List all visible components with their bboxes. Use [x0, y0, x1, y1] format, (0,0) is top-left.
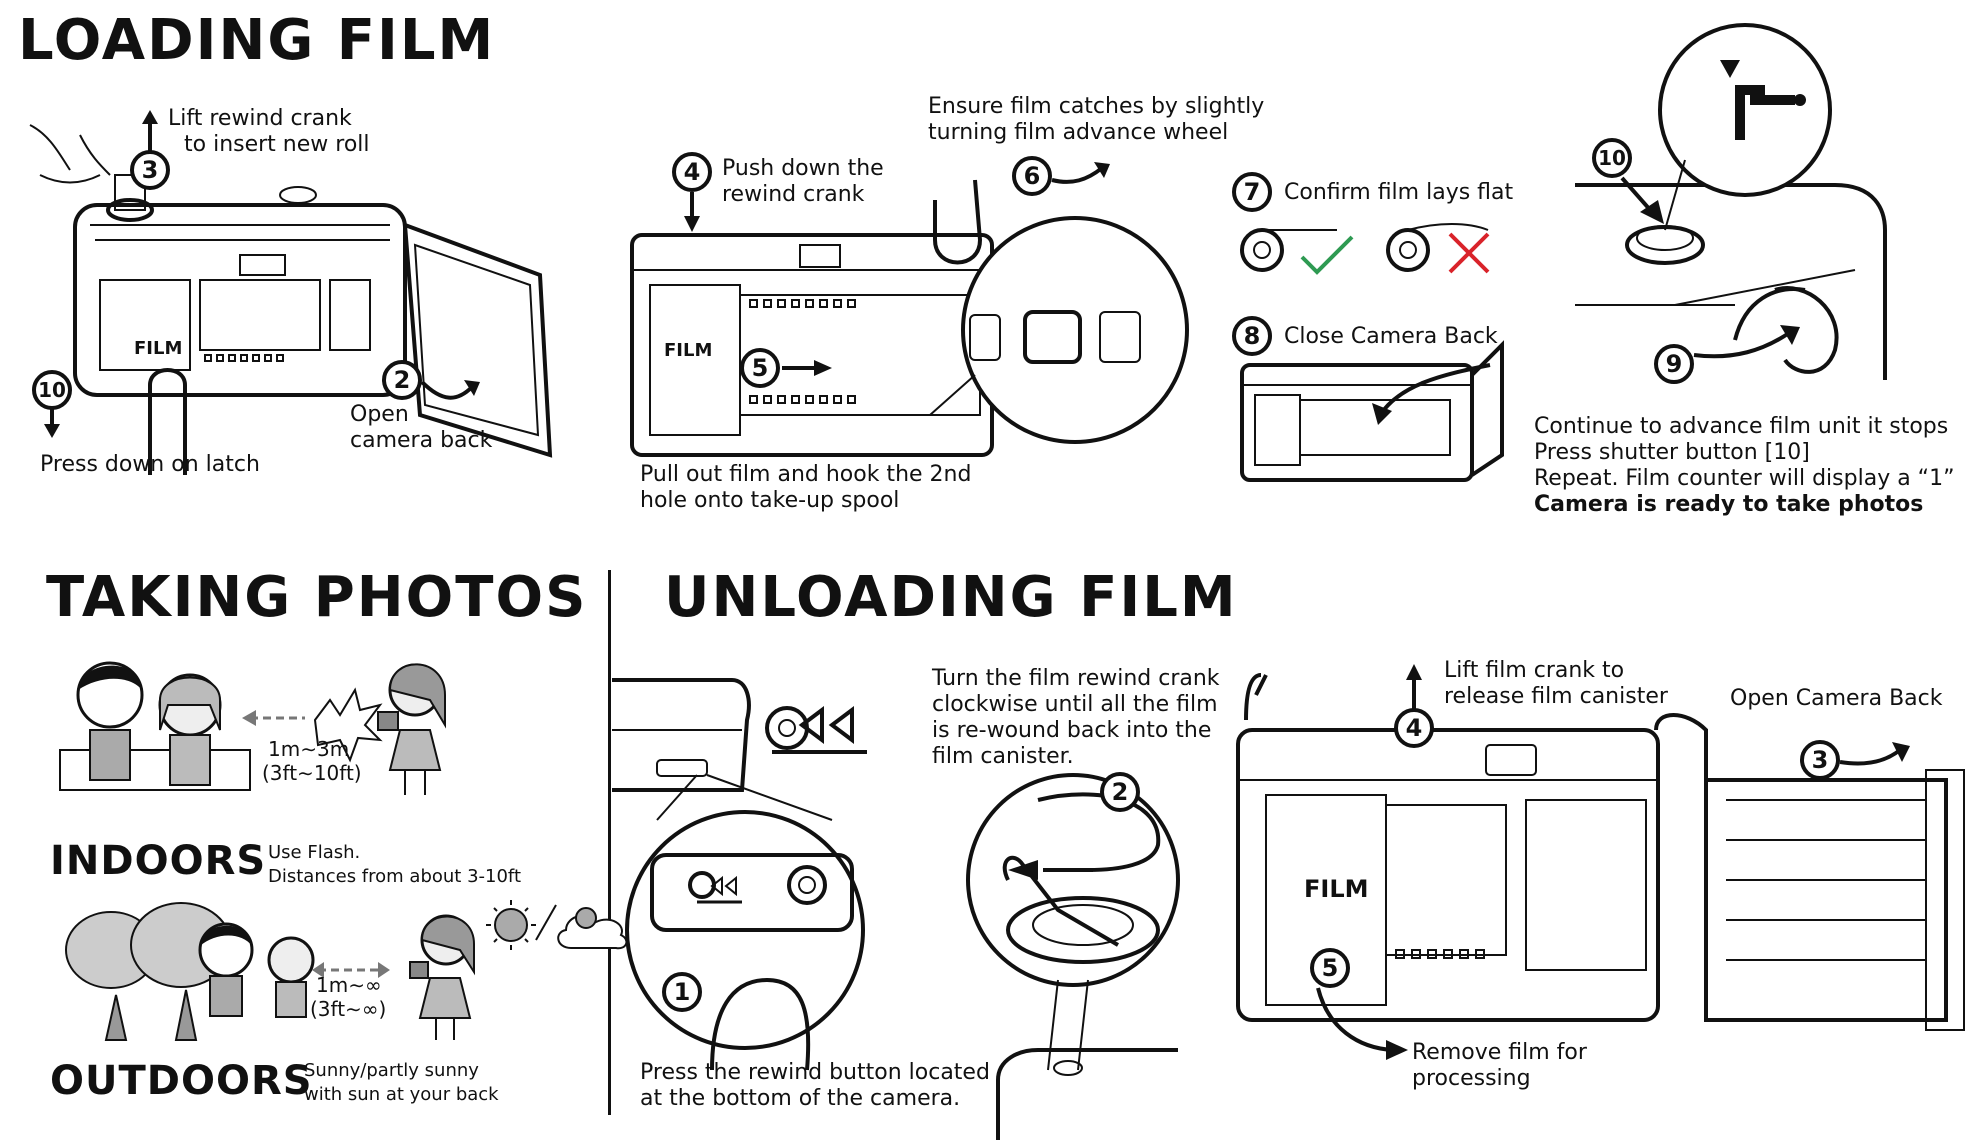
- film-flat-wrong-icon: [1386, 223, 1490, 274]
- unload-step-3-text: Open Camera Back: [1730, 686, 1943, 711]
- step-7-text: Confirm film lays flat: [1284, 180, 1514, 205]
- film-threading-illustration: [630, 179, 1189, 457]
- step-2-line1: Open: [350, 402, 409, 427]
- unload-film-label: FILM: [1304, 875, 1369, 903]
- step-10-badge: 10: [32, 370, 72, 410]
- shutter-press-arrow: [1620, 176, 1664, 224]
- step-2-badge: 2: [382, 360, 422, 400]
- final-line3: Repeat. Film counter will display a “1”: [1534, 466, 1955, 491]
- film-canister-label-2: FILM: [664, 340, 713, 361]
- rewind-crank-illustration: [966, 773, 1180, 1140]
- unload-step-4-line2: release film canister: [1444, 684, 1668, 709]
- outdoors-label: OUTDOORS: [50, 1058, 313, 1104]
- advance-wheel-arrow: [1051, 162, 1110, 184]
- unloading-film-title: UNLOADING FILM: [664, 565, 1238, 630]
- indoor-distance-2: (3ft∼10ft): [262, 761, 362, 785]
- unload-step-4-line1: Lift film crank to: [1444, 658, 1625, 683]
- outdoor-distance-2: (3ft∼∞): [310, 997, 387, 1021]
- step-5-badge: 5: [740, 348, 780, 388]
- final-line4: Camera is ready to take photos: [1534, 492, 1924, 517]
- close-back-illustration: [1240, 340, 1504, 482]
- open-camera-unloading-illustration: [1236, 673, 1965, 1031]
- step-7-badge: 7: [1232, 172, 1272, 212]
- indoor-scene-illustration: [59, 661, 446, 795]
- step-5-line2: hole onto take-up spool: [640, 488, 900, 513]
- step-8-text: Close Camera Back: [1284, 324, 1498, 349]
- step-2-line2: camera back: [350, 428, 493, 453]
- unload-step-5-line1: Remove film for: [1412, 1040, 1587, 1065]
- step-3-badge: 3: [130, 150, 170, 190]
- unload-step-5-badge: 5: [1310, 948, 1350, 988]
- step-8-badge: 8: [1232, 316, 1272, 356]
- step-10-text: Press down on latch: [40, 452, 260, 477]
- unload-step-2-line3: is re-wound back into the: [932, 718, 1212, 743]
- final-line2: Press shutter button [10]: [1534, 440, 1810, 465]
- step-5-line1: Pull out film and hook the 2nd: [640, 462, 972, 487]
- indoor-distance-1: 1m∼3m: [268, 737, 350, 761]
- unload-step-4-badge: 4: [1394, 708, 1434, 748]
- rewind-button-illustration: [612, 678, 867, 1071]
- step-3-line1: Lift rewind crank: [168, 106, 352, 131]
- step-4-badge: 4: [672, 152, 712, 192]
- step-6-badge: 6: [1012, 156, 1052, 196]
- step-4-line1: Push down the: [722, 156, 884, 181]
- step-6-line1: Ensure film catches by slightly: [928, 94, 1265, 119]
- camera-open-illustration: [29, 124, 553, 475]
- loading-film-title: LOADING FILM: [18, 8, 496, 73]
- latch-arrow: [44, 408, 60, 438]
- advance-film-arrow: [1693, 325, 1800, 359]
- indoors-line1: Use Flash.: [268, 842, 361, 863]
- unload-step-2-badge: 2: [1100, 772, 1140, 812]
- unload-step-2-line2: clockwise until all the film: [932, 692, 1218, 717]
- unload-step-1-badge: 1: [662, 972, 702, 1012]
- taking-photos-title: TAKING PHOTOS: [46, 565, 588, 630]
- unload-step-2-line1: Turn the film rewind crank: [932, 666, 1220, 691]
- open-back-arrow: [420, 380, 480, 400]
- final-line1: Continue to advance film unit it stops: [1534, 414, 1949, 439]
- unload-step-3-badge: 3: [1800, 740, 1840, 780]
- unload-step-5-line2: processing: [1412, 1066, 1531, 1091]
- outdoors-line2: with sun at your back: [304, 1084, 499, 1105]
- step-4-line2: rewind crank: [722, 182, 865, 207]
- film-canister-label: FILM: [134, 338, 183, 359]
- section-divider: [608, 570, 611, 1115]
- step-3-line2: to insert new roll: [184, 132, 370, 157]
- unload-step-2-line4: film canister.: [932, 744, 1074, 769]
- outdoor-scene-illustration: [65, 900, 628, 1041]
- step-10b-badge: 10: [1592, 138, 1632, 178]
- remove-film-arrow: [1316, 987, 1408, 1060]
- open-back-unload-arrow: [1839, 742, 1910, 766]
- outdoor-distance-1: 1m∼∞: [316, 973, 382, 997]
- unload-step-1-line2: at the bottom of the camera.: [640, 1086, 961, 1111]
- indoors-label: INDOORS: [50, 838, 267, 884]
- pull-film-arrow: [782, 360, 832, 376]
- unload-step-1-line1: Press the rewind button located: [640, 1060, 990, 1085]
- film-flat-correct-icon: [1240, 228, 1354, 275]
- step-6-line2: turning film advance wheel: [928, 120, 1229, 145]
- push-down-arrow: [684, 192, 700, 232]
- outdoors-line1: Sunny/partly sunny: [304, 1060, 479, 1081]
- indoors-line2: Distances from about 3-10ft: [268, 866, 522, 887]
- step-9-badge: 9: [1654, 344, 1694, 384]
- lift-crank-arrow: [1406, 664, 1422, 714]
- shutter-illustration: [1575, 23, 1887, 380]
